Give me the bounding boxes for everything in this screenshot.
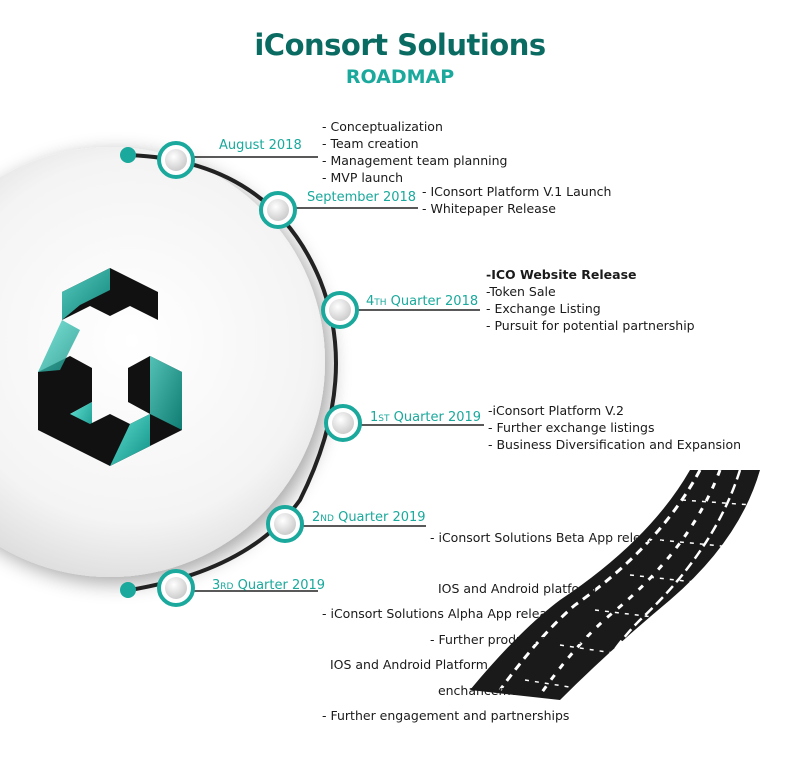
timeline-nodes <box>157 141 362 607</box>
list-item: - Pursuit for potential partnership <box>486 318 695 333</box>
roadmap-graphic <box>0 141 760 700</box>
page-subtitle: ROADMAP <box>345 66 455 88</box>
node-q3-2019 <box>157 569 195 607</box>
tire-track-road <box>470 469 760 700</box>
list-item: -iConsort Platform V.2 <box>488 403 625 418</box>
node-q2-2019 <box>266 505 304 543</box>
list-item: - MVP launch <box>322 170 404 185</box>
list-item: enchancement <box>430 683 532 698</box>
milestone-items-q2-2019: - iConsort Solutions Beta App release IO… <box>430 495 663 733</box>
iconsort-logo <box>38 268 182 466</box>
roadmap-canvas: iConsort Solutions ROADMAP August 2018 -… <box>0 28 760 723</box>
node-q1-2019 <box>324 404 362 442</box>
milestone-date-q3-2019: 3RD Quarter 2019 <box>212 578 326 593</box>
list-item: -ICO Website Release <box>486 267 637 282</box>
milestone-date-q2-2019: 2ND Quarter 2019 <box>312 510 426 525</box>
list-item: IOS and Android platform <box>430 581 597 596</box>
timeline-track <box>127 153 338 592</box>
list-item: - Team creation <box>322 136 419 151</box>
milestone-date-september-2018: September 2018 <box>307 190 417 205</box>
node-september-2018 <box>259 191 297 229</box>
list-item: - Conceptualization <box>322 119 443 134</box>
list-item: - Whitepaper Release <box>422 201 557 216</box>
background-disc <box>0 147 325 577</box>
milestone-items-august-2018: - Conceptualization - Team creation - Ma… <box>322 118 507 186</box>
list-item: -Token Sale <box>486 284 556 299</box>
list-item: - IConsort Platform V.1 Launch <box>422 184 612 199</box>
track-end-dot <box>120 582 136 598</box>
list-item: - Exchange Listing <box>486 301 601 316</box>
milestone-items-q4-2018: -ICO Website Release -Token Sale - Excha… <box>486 266 695 334</box>
list-item: IOS and Android Platform <box>322 657 488 672</box>
node-q4-2018 <box>321 291 359 329</box>
milestone-items-q3-2019: - iConsort Solutions Alpha App release I… <box>322 571 569 758</box>
node-august-2018 <box>157 141 195 179</box>
list-item: - iConsort Solutions Alpha App release <box>322 606 562 621</box>
list-item: - Business Diversification and Expansion <box>488 437 742 452</box>
list-item: - Further product and services <box>430 632 619 647</box>
list-item: - iConsort Solutions Beta App release <box>430 530 663 545</box>
milestone-date-q1-2019: 1ST Quarter 2019 <box>370 410 482 425</box>
list-item: - Further exchange listings <box>488 420 655 435</box>
track-start-dot <box>120 147 136 163</box>
milestone-items-q1-2019: -iConsort Platform V.2 - Further exchang… <box>488 402 741 453</box>
list-item: - Management team planning <box>322 153 508 168</box>
list-item: - Further engagement and partnerships <box>322 708 570 723</box>
page-title: iConsort Solutions <box>254 28 546 62</box>
connector-lines <box>192 156 484 592</box>
milestone-date-q4-2018: 4TH Quarter 2018 <box>366 294 479 309</box>
milestone-items-september-2018: - IConsort Platform V.1 Launch - Whitepa… <box>422 183 611 217</box>
milestone-date-august-2018: August 2018 <box>219 138 302 153</box>
